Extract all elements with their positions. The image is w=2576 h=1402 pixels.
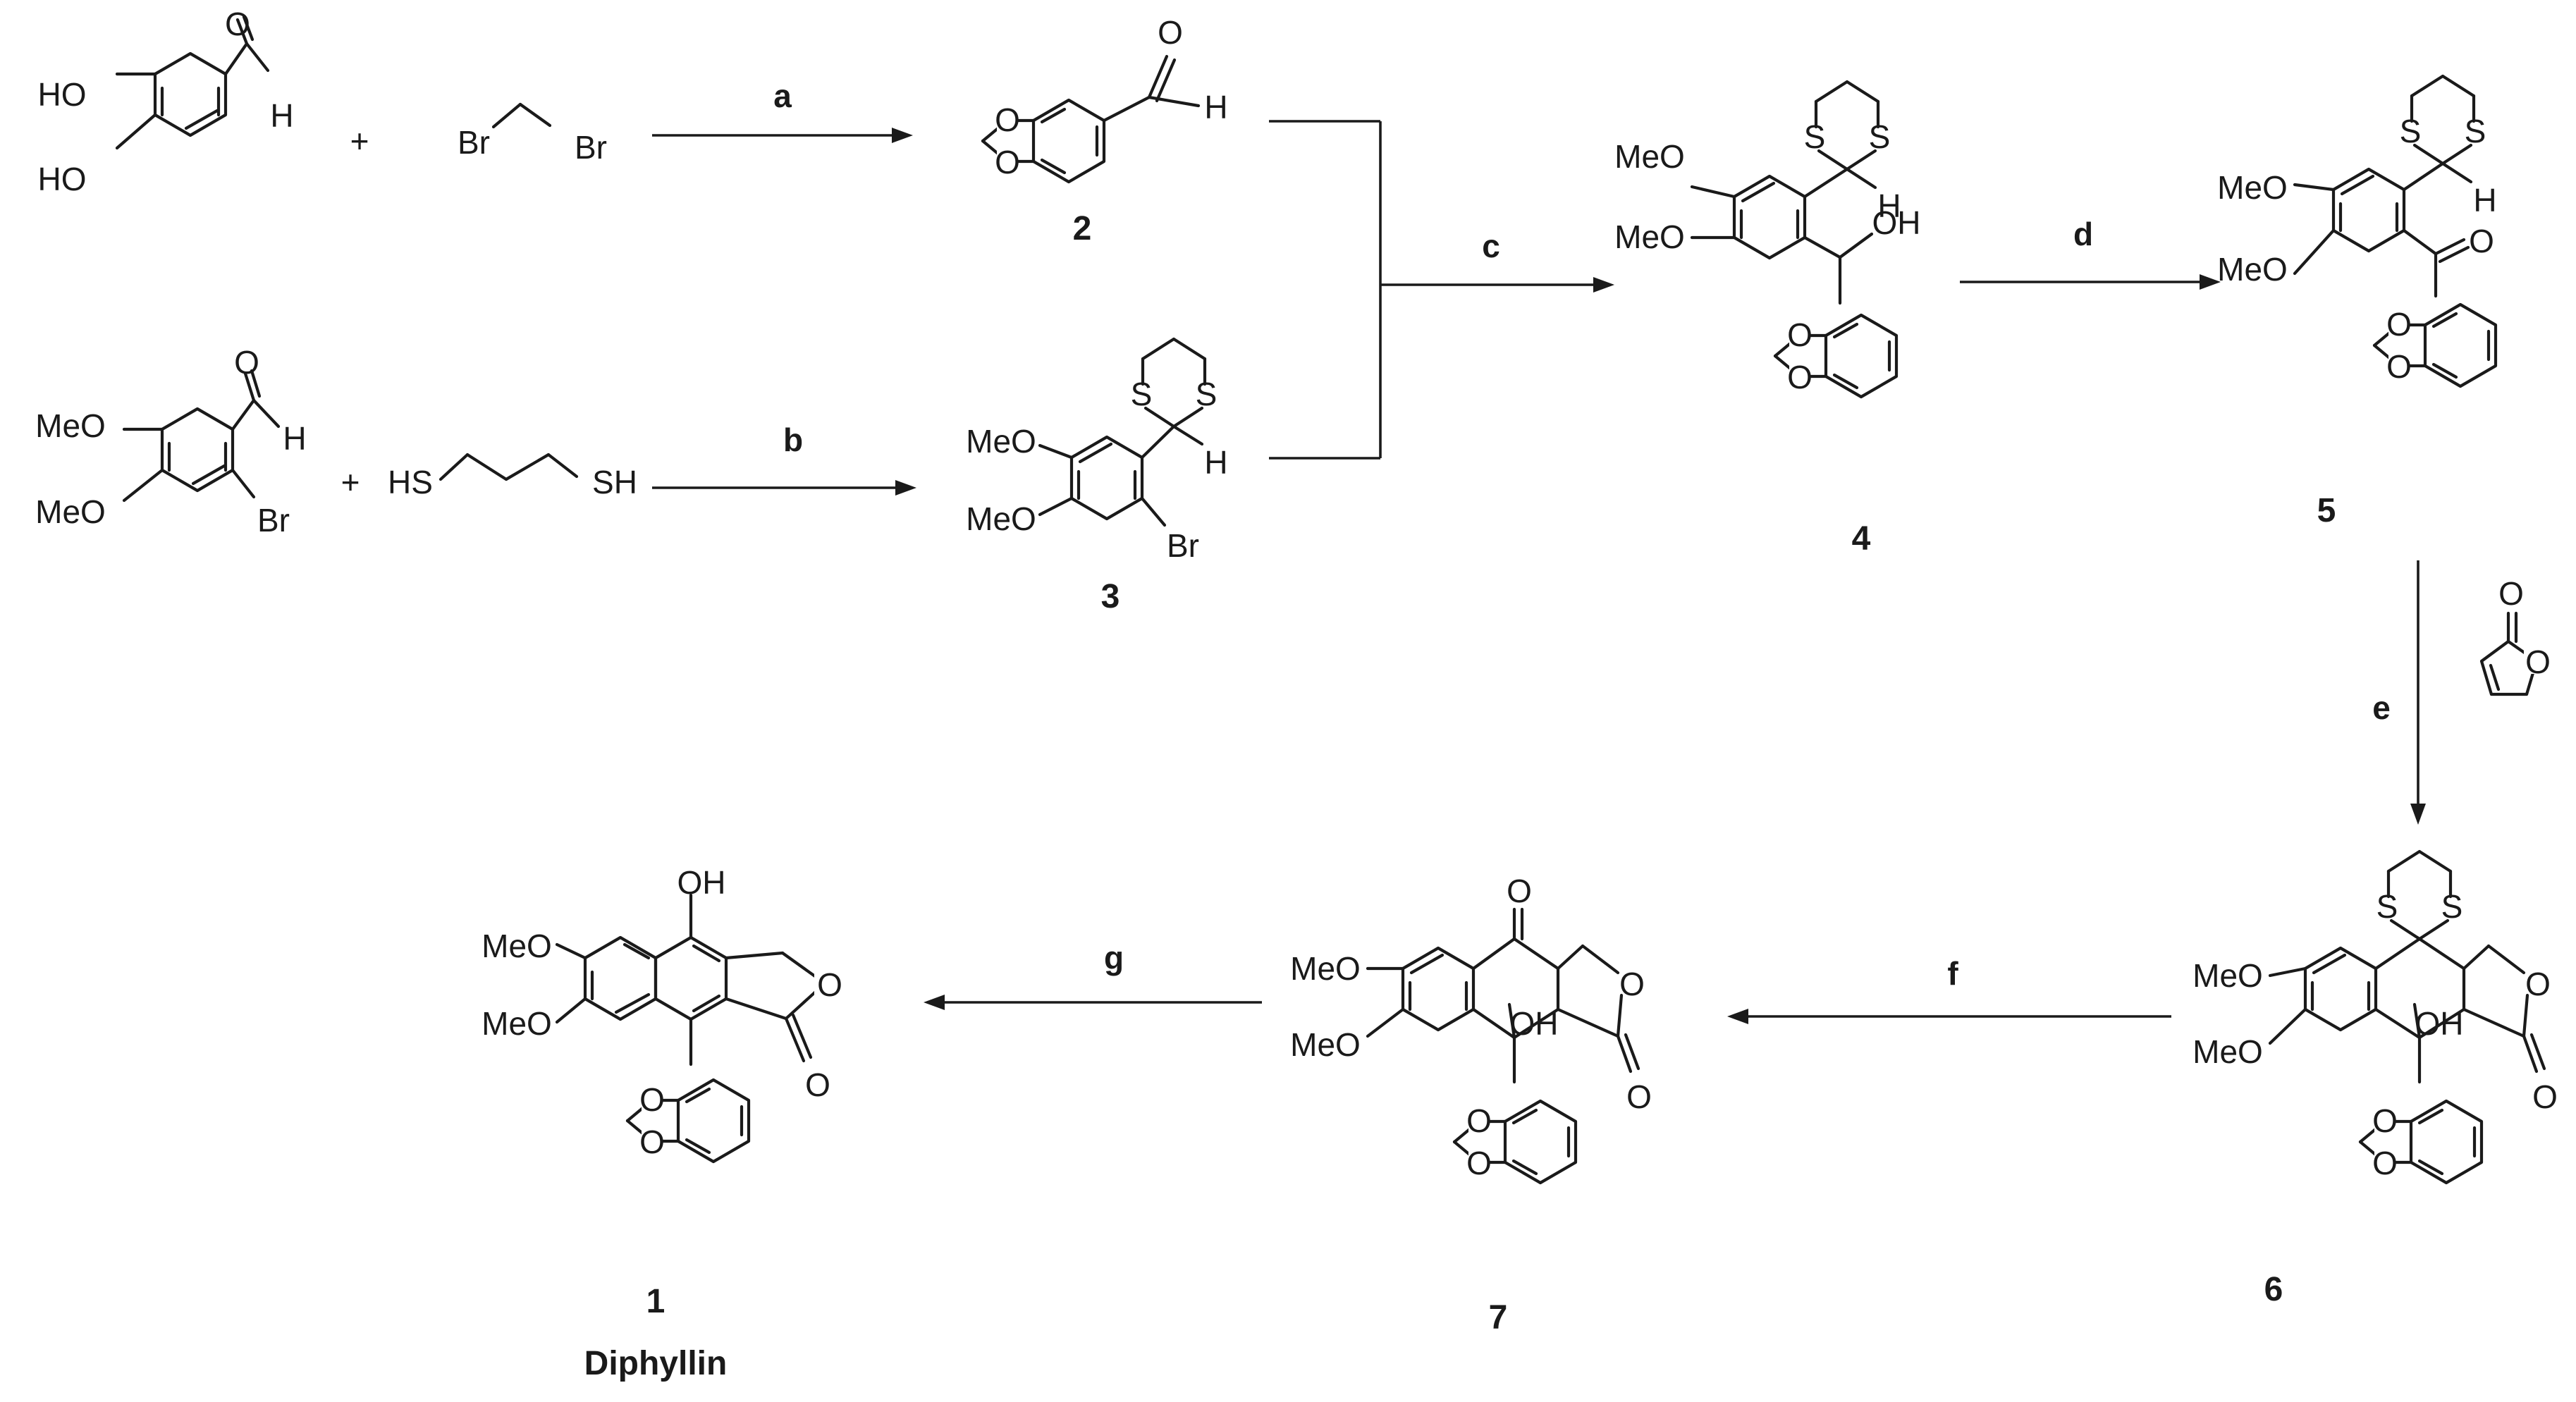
structure-dibromomethane: Br Br <box>458 102 607 166</box>
structure-compound-5: H O MeO MeO 5 <box>2217 76 2496 529</box>
methoxy-top: MeO <box>1614 138 1685 175</box>
compound-number-3: 3 <box>1101 578 1120 615</box>
structure-compound-6: O O OH MeO MeO 6 <box>2192 851 2558 1308</box>
methoxy-bottom: MeO <box>2192 1033 2263 1070</box>
methoxy-top: MeO <box>2217 169 2288 206</box>
bromine: Br <box>257 502 290 539</box>
hydroxyl: OH <box>2415 1005 2464 1042</box>
aldehyde-hydrogen: H <box>283 420 306 457</box>
methoxy-top: MeO <box>1290 950 1361 987</box>
methoxy-top: MeO <box>2192 957 2263 994</box>
compound-number-2: 2 <box>1073 210 1092 247</box>
aldehyde-oxygen: O <box>225 6 250 42</box>
dithiane-hydrogen: H <box>1877 187 1901 224</box>
arrow-d: d <box>1960 216 2221 290</box>
structure-compound-4: H OH MeO MeO 4 <box>1614 82 1921 558</box>
methoxy-bottom: MeO <box>1614 219 1685 255</box>
lactone-ring-oxygen: O <box>817 966 842 1003</box>
structure-compound-1-diphyllin: OH O O MeO MeO 1 Diphyllin <box>482 864 842 1382</box>
structure-compound-7: O O O OH MeO MeO 7 <box>1290 873 1652 1336</box>
compound-number-5: 5 <box>2317 492 2336 529</box>
structure-3-4-dihydroxybenzaldehyde: O H HO HO <box>38 6 294 197</box>
arrow-b: b <box>652 422 916 496</box>
furanone-ring-oxygen: O <box>2525 644 2551 680</box>
reagent-label-f: f <box>1947 955 1958 992</box>
reagent-label-c: c <box>1482 228 1500 264</box>
compound-number-4: 4 <box>1852 520 1871 558</box>
lactone-ring-oxygen: O <box>2525 966 2551 1002</box>
dithiane-hydrogen: H <box>1204 444 1227 481</box>
aldehyde-oxygen: O <box>234 344 259 381</box>
arrow-a: a <box>652 78 913 143</box>
reagent-label-d: d <box>2073 216 2093 252</box>
reagent-label-a: a <box>773 78 792 114</box>
methoxy-bottom: MeO <box>966 500 1036 537</box>
arrow-g: g <box>924 940 1262 1010</box>
hydroxyl: OH <box>1872 204 1921 241</box>
structure-1-3-propanedithiol: HS SH <box>388 453 637 500</box>
arrow-e: e <box>2372 560 2426 825</box>
thiol-left: HS <box>388 464 433 500</box>
structure-compound-2: O H 2 <box>983 14 1228 247</box>
methoxy-top: MeO <box>482 928 552 964</box>
compound-number-1: 1 <box>646 1283 666 1320</box>
phenol-hydroxyl: OH <box>677 864 726 901</box>
aldehyde-hydrogen: H <box>270 97 293 134</box>
arrow-f: f <box>1727 955 2171 1024</box>
compound-name-diphyllin: Diphyllin <box>584 1345 728 1382</box>
methoxy-bottom: MeO <box>482 1005 552 1042</box>
ketone-oxygen: O <box>2469 223 2494 259</box>
hydroxyl-top: HO <box>38 76 87 113</box>
hydroxyl-bottom: HO <box>38 161 87 197</box>
bromine-left: Br <box>458 124 490 161</box>
plus-sign-row1: + <box>350 123 369 159</box>
thiol-right: SH <box>592 464 637 500</box>
dithiane-hydrogen: H <box>2473 182 2496 219</box>
methoxy-top: MeO <box>35 407 106 444</box>
structure-6-bromoveratraldehyde: O H Br MeO MeO <box>35 344 306 539</box>
aldehyde-oxygen: O <box>1158 14 1183 51</box>
furanone-carbonyl-oxygen: O <box>2498 575 2524 612</box>
reagent-label-b: b <box>783 422 803 458</box>
arrow-c-convergent: c <box>1269 120 1614 460</box>
ketone-oxygen: O <box>1507 873 1532 909</box>
plus-sign-row2: + <box>341 464 360 500</box>
methoxy-top: MeO <box>966 423 1036 460</box>
compound-number-7: 7 <box>1489 1299 1508 1336</box>
reagent-label-g: g <box>1104 940 1124 976</box>
bromine-right: Br <box>575 129 607 166</box>
hydroxyl: OH <box>1510 1005 1559 1042</box>
aldehyde-hydrogen: H <box>1204 89 1227 125</box>
structure-2-5h-furanone-reagent: O O <box>2479 575 2551 696</box>
lactone-carbonyl-oxygen: O <box>805 1066 830 1103</box>
bromine: Br <box>1167 527 1199 564</box>
compound-number-6: 6 <box>2264 1271 2283 1308</box>
methoxy-bottom: MeO <box>35 493 106 530</box>
methoxy-bottom: MeO <box>1290 1026 1361 1063</box>
methoxy-bottom: MeO <box>2217 251 2288 288</box>
reagent-label-e: e <box>2372 689 2391 726</box>
structure-compound-3: H Br MeO MeO 3 <box>966 339 1228 615</box>
lactone-ring-oxygen: O <box>1619 966 1645 1002</box>
lactone-carbonyl-oxygen: O <box>1626 1078 1652 1115</box>
lactone-carbonyl-oxygen: O <box>2532 1078 2558 1115</box>
